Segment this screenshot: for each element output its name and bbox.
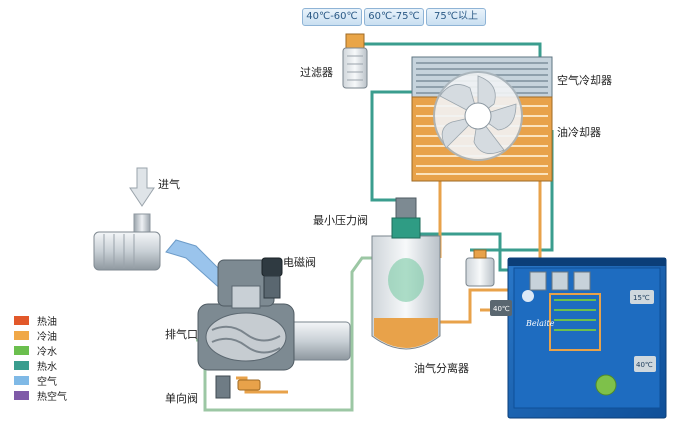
legend-item-air: 空气: [14, 373, 67, 388]
legend-swatch: [14, 361, 29, 370]
separator-tank: [371, 235, 441, 350]
exhaust-port-label: 排气口: [165, 328, 198, 341]
hot-air-pipe: [370, 90, 412, 202]
legend-label: 冷水: [37, 347, 57, 358]
legend-label: 热空气: [37, 392, 67, 403]
temp-tab-40-60[interactable]: 40℃-60℃: [302, 8, 362, 26]
legend-item-hot-air: 热空气: [14, 388, 67, 403]
air-cooler-label: 空气冷却器: [557, 74, 612, 87]
intake-label: 进气: [158, 178, 180, 191]
min-pressure-valve-label: 最小压力阀: [313, 214, 368, 227]
legend-swatch: [14, 346, 29, 355]
legend-item-hot-oil: 热油: [14, 313, 67, 328]
legend-swatch: [14, 331, 29, 340]
legend-item-hot-water: 热水: [14, 358, 67, 373]
thermo-valve: [465, 249, 495, 287]
filter: [342, 33, 368, 89]
legend-swatch: [14, 376, 29, 385]
heat-recovery-unit: [490, 257, 667, 419]
legend-label: 空气: [37, 377, 57, 388]
separator-label: 油气分离器: [414, 362, 469, 375]
temp-tab-60-75[interactable]: 60℃-75℃: [364, 8, 424, 26]
unit-reading-bottom: 40℃: [636, 361, 653, 369]
legend-swatch: [14, 316, 29, 325]
min-pressure-valve: [391, 197, 421, 239]
oil-cooler-outlet-pipe: [430, 180, 542, 324]
legend-label: 热油: [37, 317, 57, 328]
legend: 热油 冷油 冷水 热水 空气 热空气: [14, 313, 67, 403]
unit-reading-left: 40℃: [493, 305, 510, 313]
legend-swatch: [14, 391, 29, 400]
check-valve-label: 单向阀: [165, 392, 198, 405]
filter-label: 过滤器: [300, 66, 333, 79]
intake-filter: [93, 213, 161, 271]
filter-air-pipe: [353, 40, 542, 57]
unit-brand: Belaite: [525, 319, 555, 328]
legend-item-cold-water: 冷水: [14, 343, 67, 358]
legend-item-cold-oil: 冷油: [14, 328, 67, 343]
intake-arrow: [129, 167, 155, 207]
solenoid-valve: [261, 257, 283, 299]
oil-cooler-label: 油冷却器: [557, 126, 601, 139]
cooling-fan: [433, 71, 523, 161]
temp-tab-75-up[interactable]: 75℃以上: [426, 8, 486, 26]
check-valve: [215, 375, 261, 399]
solenoid-valve-label: 电磁阀: [283, 256, 316, 269]
unit-reading-top: 15℃: [633, 294, 650, 302]
legend-label: 冷油: [37, 332, 57, 343]
legend-label: 热水: [37, 362, 57, 373]
compressor-airend: [197, 259, 351, 371]
